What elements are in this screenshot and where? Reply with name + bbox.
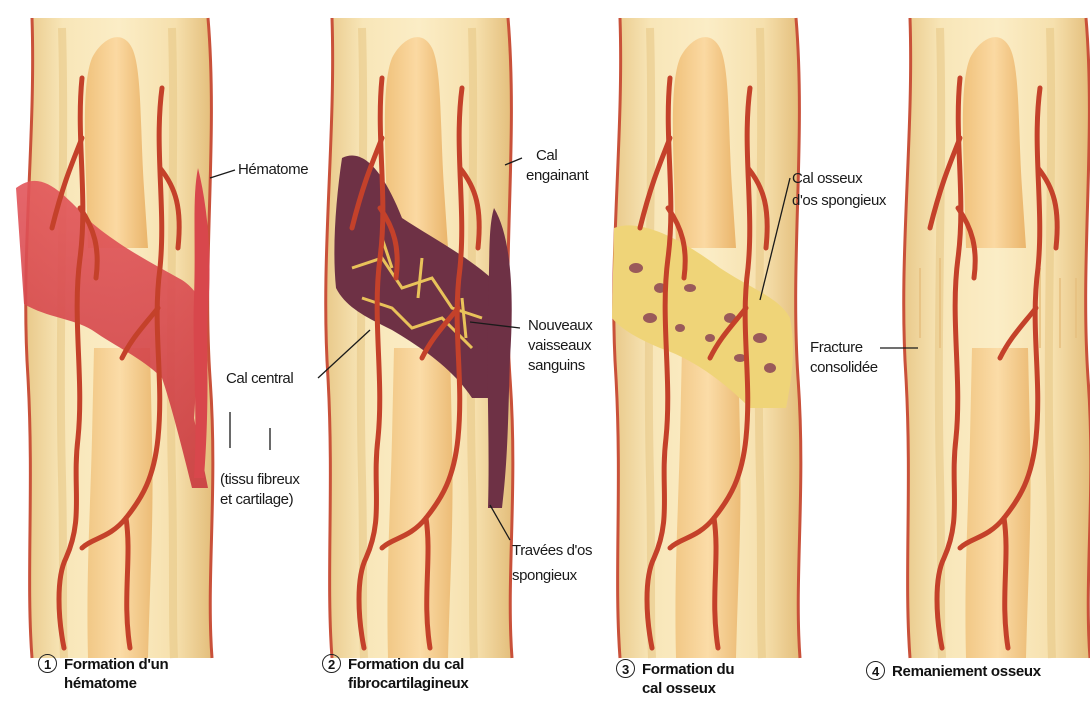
label-tissu-line1: (tissu fibreux — [220, 470, 299, 490]
label-cal-central: Cal central — [226, 369, 293, 388]
step-number-2: 2 — [322, 654, 341, 673]
step-caption-4: 4 Remaniement osseux — [866, 662, 1041, 681]
label-cal-engainant-line2: engainant — [526, 166, 588, 186]
label-hematome: Hématome — [238, 160, 308, 179]
label-tissu: (tissu fibreux et cartilage) — [220, 470, 299, 510]
label-fracture-consolidee: Fracture consolidée — [810, 338, 878, 378]
step-2-line1: Formation du cal — [348, 655, 468, 674]
label-travees-line1: Travées d'os — [512, 538, 592, 563]
step-number-3: 3 — [616, 659, 635, 678]
panel-2-fibrocartilaginous-callus — [326, 18, 513, 658]
label-cal-engainant: Cal engainant — [526, 146, 588, 186]
label-nouveaux-line1: Nouveaux — [528, 316, 592, 336]
panel-4-bone-remodeling — [904, 18, 1090, 658]
label-fracture-line1: Fracture — [810, 338, 878, 358]
panel-3-bony-callus — [612, 18, 801, 658]
label-tissu-line2: et cartilage) — [220, 490, 299, 510]
step-4-line1: Remaniement osseux — [892, 662, 1041, 681]
label-fracture-line2: consolidée — [810, 358, 878, 378]
label-nouveaux-vaisseaux: Nouveaux vaisseaux sanguins — [528, 316, 592, 376]
label-nouveaux-line3: sanguins — [528, 356, 592, 376]
label-cal-osseux: Cal osseux d'os spongieux — [792, 168, 886, 212]
step-3-line1: Formation du — [642, 660, 734, 679]
step-1-line2: hématome — [64, 674, 168, 693]
label-cal-osseux-line2: d'os spongieux — [792, 190, 886, 212]
label-cal-engainant-line1: Cal — [526, 146, 588, 166]
step-3-line2: cal osseux — [642, 679, 734, 698]
step-number-1: 1 — [38, 654, 57, 673]
label-travees: Travées d'os spongieux — [512, 538, 592, 588]
panel-1-hematoma — [16, 18, 213, 658]
step-2-line2: fibrocartilagineux — [348, 674, 468, 693]
step-1-line1: Formation d'un — [64, 655, 168, 674]
label-cal-osseux-line1: Cal osseux — [792, 168, 886, 190]
step-number-4: 4 — [866, 661, 885, 680]
label-travees-line2: spongieux — [512, 563, 592, 588]
label-nouveaux-line2: vaisseaux — [528, 336, 592, 356]
